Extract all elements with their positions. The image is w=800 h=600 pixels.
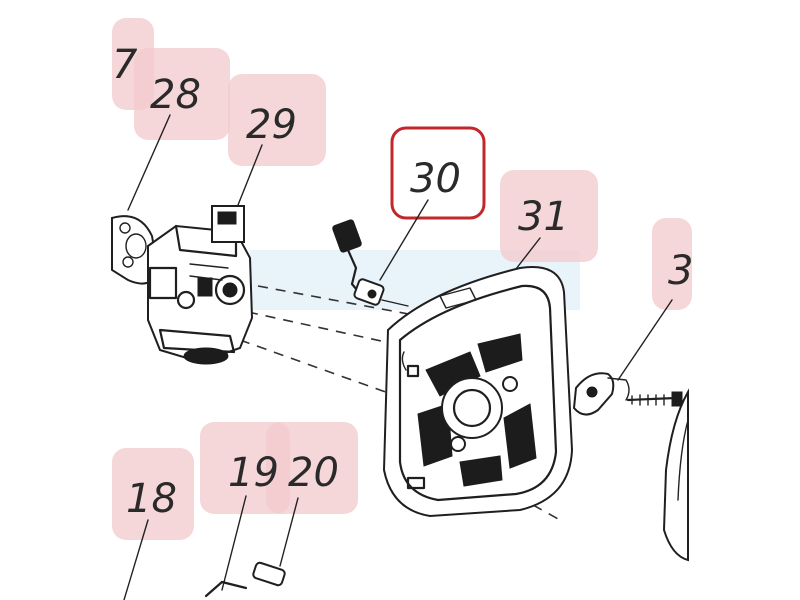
callout-19-label: 19 xyxy=(228,450,279,496)
callout-31-label: 31 xyxy=(518,194,569,240)
axis-line-1 xyxy=(257,285,431,319)
leader-19 xyxy=(221,495,247,591)
leader-28 xyxy=(127,114,171,211)
callout-18-bg xyxy=(112,448,194,540)
leader-18 xyxy=(123,519,149,600)
callout-28-label: 28 xyxy=(150,72,201,118)
callout-29-label: 29 xyxy=(246,102,297,148)
callout-28-bg xyxy=(134,48,230,140)
part-30-throttle-link xyxy=(332,219,409,307)
part-19-pin xyxy=(204,580,248,598)
callout-30-highlight-box[interactable] xyxy=(390,126,486,220)
part-20-clip xyxy=(252,561,286,587)
callout-32-label: 3 xyxy=(668,248,693,294)
leader-20 xyxy=(279,497,299,567)
callout-31-bg xyxy=(500,170,598,262)
part-31-air-filter-base xyxy=(382,266,574,518)
leader-30 xyxy=(379,199,429,281)
part-cover-edge xyxy=(662,388,689,562)
part-29-carburetor xyxy=(147,205,254,365)
callout-20-label: 20 xyxy=(288,450,339,496)
part-32-screw-clip xyxy=(572,372,683,416)
callout-32-bg xyxy=(652,218,692,310)
callout-18-label: 18 xyxy=(126,476,177,522)
callout-29-bg xyxy=(228,74,326,166)
leader-32 xyxy=(617,299,673,381)
callout-30-label[interactable]: 30 xyxy=(410,156,461,202)
callout-27-label: 7 xyxy=(112,42,138,88)
axis-line-3 xyxy=(239,339,521,441)
part-28-gasket xyxy=(111,215,160,285)
leader-29 xyxy=(237,144,263,206)
callout-20-bg xyxy=(266,422,358,514)
